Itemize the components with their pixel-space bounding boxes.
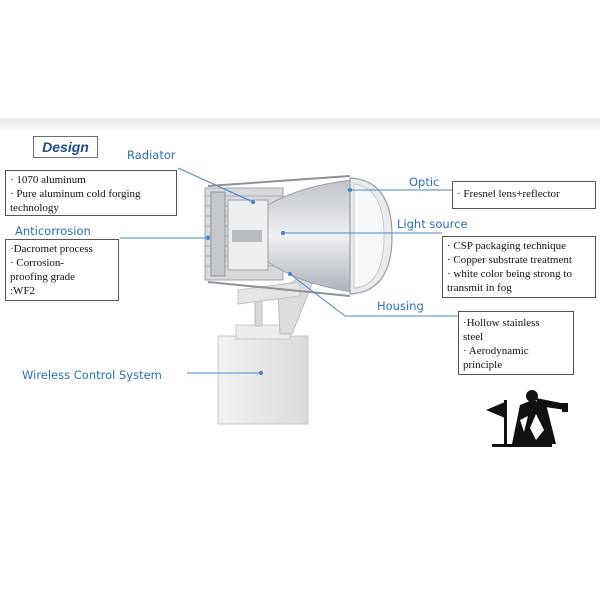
anticorrosion-spec-box: ·Dacromet process · Corrosion- proofing …: [5, 239, 119, 301]
housing-spec-line: · Aerodynamic: [463, 345, 529, 357]
anticorrosion-spec-line: · Corrosion-: [10, 257, 65, 269]
light-source-spec-line: · Copper substrate treatment: [447, 254, 572, 266]
anticorrosion-spec-line: ·Dacromet process: [10, 243, 93, 255]
anticorrosion-spec-line: proofing grade: [10, 271, 76, 283]
design-title: Design: [33, 136, 98, 158]
optic-spec-box: · Fresnel lens+reflector: [452, 181, 596, 209]
housing-spec-line: steel: [463, 331, 484, 343]
light-source-spec-box: · CSP packaging technique · Copper subst…: [442, 236, 596, 298]
radiator-spec-line: · Pure aluminum cold forging: [10, 188, 141, 200]
anticorrosion-label: Anticorrosion: [15, 224, 91, 238]
radiator-spec-box: · 1070 aluminum · Pure aluminum cold for…: [5, 170, 177, 216]
housing-label: Housing: [377, 299, 424, 313]
radiator-spec-line: · 1070 aluminum: [10, 174, 86, 186]
optic-spec-line: · Fresnel lens+reflector: [457, 188, 560, 200]
housing-spec-line: principle: [463, 359, 503, 371]
light-source-spec-line: transmit in fog: [447, 282, 512, 294]
radiator-label: Radiator: [127, 148, 176, 162]
leader-lines: [120, 167, 458, 376]
housing-spec-line: ·Hollow stainless: [463, 317, 540, 329]
anticorrosion-spec-line: :WF2: [10, 285, 36, 297]
wireless-control-label: Wireless Control System: [22, 368, 162, 382]
light-source-spec-line: · CSP packaging technique: [447, 240, 567, 252]
light-source-label: Light source: [397, 217, 468, 231]
radiator-spec-line: technology: [10, 202, 59, 214]
searchlight-lamp-illustration: [204, 175, 393, 425]
top-shadow-band: [0, 118, 600, 132]
lighthouse-keeper-logo: [486, 390, 568, 447]
light-source-spec-line: · white color being strong to: [447, 268, 572, 280]
housing-spec-box: ·Hollow stainless steel · Aerodynamic pr…: [458, 311, 574, 375]
optic-label: Optic: [409, 175, 440, 189]
